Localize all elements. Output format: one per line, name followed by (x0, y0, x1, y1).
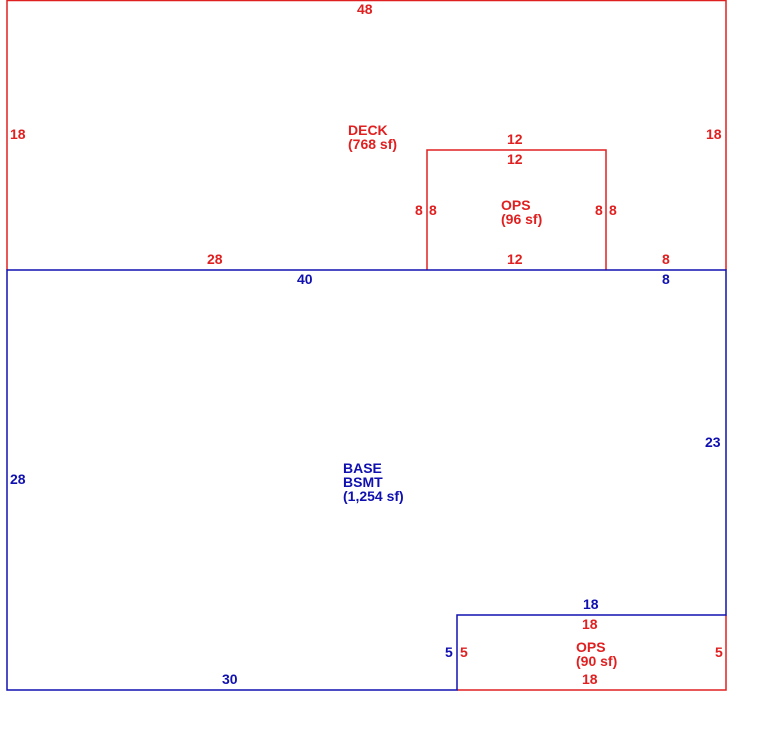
ops-lower-outline (457, 615, 727, 691)
ops-upper-outline (426, 149, 607, 270)
deck-bottom-left-dimension: 28 (207, 251, 223, 267)
base-notch-side-dimension: 5 (445, 644, 453, 660)
deck-left-dimension: 18 (10, 126, 26, 142)
base-right-dimension: 23 (705, 434, 721, 450)
ops-upper-right-outer-dimension: 8 (609, 202, 617, 218)
ops-lower-area: (90 sf) (576, 653, 617, 669)
ops-upper-right-inner-dimension: 8 (595, 202, 603, 218)
deck-right-dimension: 18 (706, 126, 722, 142)
ops-upper-left-inner-dimension: 8 (429, 202, 437, 218)
ops-lower-top-dimension: 18 (582, 616, 598, 632)
base-left-dimension: 28 (10, 471, 26, 487)
ops-lower-bottom-dimension: 18 (582, 671, 598, 687)
ops-upper-area: (96 sf) (501, 211, 542, 227)
base-label: BASE (343, 460, 382, 476)
ops-lower-label: OPS (576, 639, 606, 655)
deck-label: DECK (348, 122, 388, 138)
base-area: (1,254 sf) (343, 488, 404, 504)
base-sublabel: BSMT (343, 474, 383, 490)
ops-lower-right-dimension: 5 (715, 644, 723, 660)
deck-outline (6, 0, 727, 270)
ops-upper-bottom-dimension: 12 (507, 251, 523, 267)
ops-upper-top-inner-dimension: 12 (507, 151, 523, 167)
deck-area: (768 sf) (348, 136, 397, 152)
ops-lower-left-dimension: 5 (460, 644, 468, 660)
ops-upper-left-outer-dimension: 8 (415, 202, 423, 218)
base-outline (6, 269, 727, 691)
ops-upper-label: OPS (501, 197, 531, 213)
deck-top-dimension: 48 (357, 1, 373, 17)
base-notch-top-dimension: 18 (583, 596, 599, 612)
ops-upper-top-outer-dimension: 12 (507, 131, 523, 147)
base-top-right-dimension: 8 (662, 271, 670, 287)
base-top-left-dimension: 40 (297, 271, 313, 287)
deck-bottom-right-dimension: 8 (662, 251, 670, 267)
base-bottom-dimension: 30 (222, 671, 238, 687)
